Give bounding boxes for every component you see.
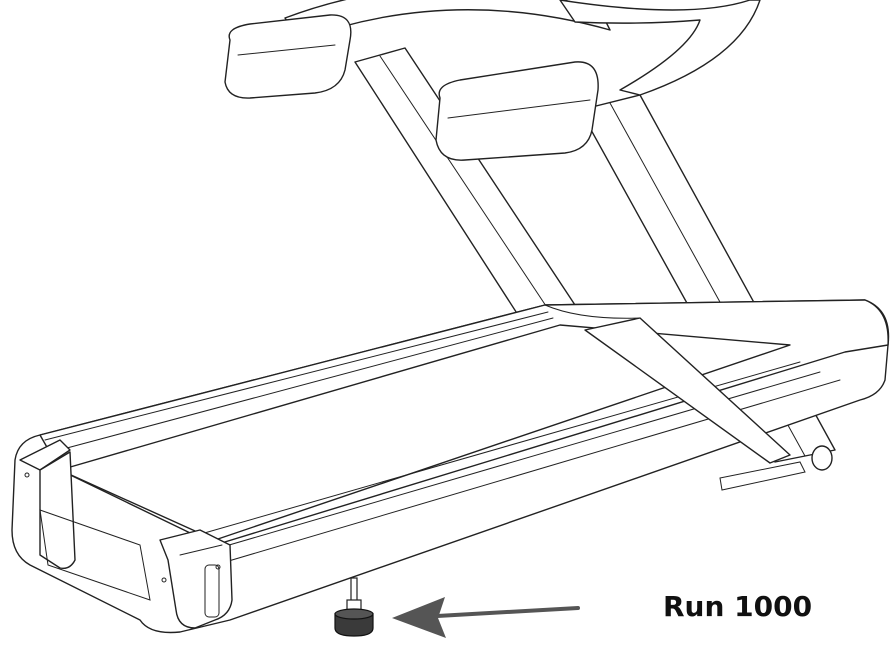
handlebars	[224, 14, 599, 161]
model-label: Run 1000	[663, 590, 813, 623]
leveling-foot-icon	[334, 577, 374, 637]
arrow-left-icon	[392, 597, 580, 638]
treadmill-deck	[11, 299, 890, 634]
console-arc	[284, 0, 761, 96]
